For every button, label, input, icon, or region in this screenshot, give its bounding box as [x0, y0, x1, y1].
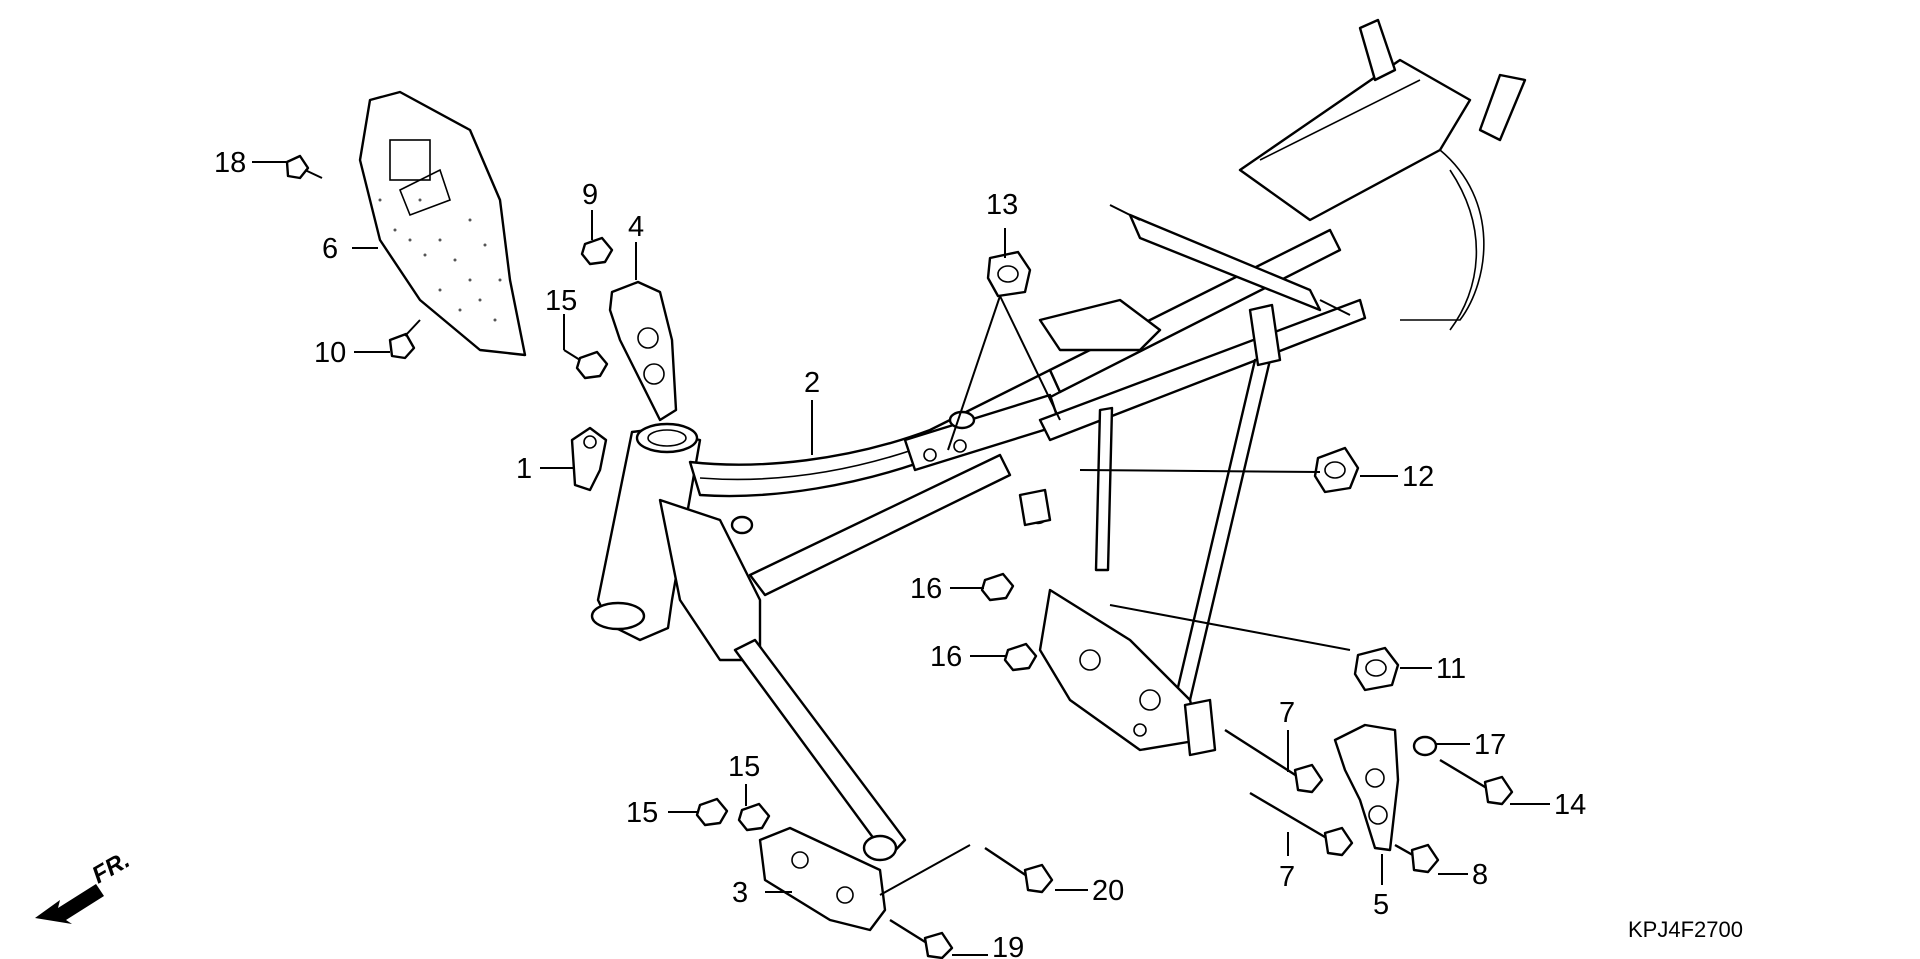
callout-16-upper: 16	[910, 573, 942, 605]
nut-16-upper	[980, 572, 1015, 602]
callout-15-left: 15	[626, 797, 658, 829]
callout-2: 2	[804, 367, 820, 399]
clip	[570, 426, 608, 492]
callout-15-top: 15	[545, 285, 577, 317]
washer-17	[1412, 735, 1438, 757]
callout-14: 14	[1554, 789, 1586, 821]
bolt-14	[1439, 758, 1514, 806]
callout-18: 18	[214, 147, 246, 179]
callout-7-upper: 7	[1279, 697, 1295, 729]
callout-12: 12	[1402, 461, 1434, 493]
nut-16-lower	[1003, 642, 1038, 672]
bolt-18	[285, 154, 323, 180]
bracket-lower	[758, 826, 887, 932]
bolt-7-lower	[1249, 791, 1354, 857]
callout-16-lower: 16	[930, 641, 962, 673]
callout-15-mid: 15	[728, 751, 760, 783]
front-indicator-text: FR.	[88, 846, 135, 889]
callout-10: 10	[314, 337, 346, 369]
bracket-right	[1333, 723, 1400, 852]
callout-19: 19	[992, 932, 1024, 959]
callout-labels: 18 6 10 9 4 15 1 2 13 12 16 16 11 7 17 1…	[214, 147, 1586, 959]
clamp-11	[1353, 646, 1400, 692]
bracket-left	[608, 280, 678, 422]
leader-lines	[252, 161, 1550, 956]
callout-6: 6	[322, 233, 338, 265]
bolt-8	[1394, 843, 1440, 874]
front-direction-arrow-icon: FR.	[35, 846, 134, 924]
guard-plate	[358, 90, 527, 357]
bolt-10	[388, 319, 421, 360]
nut-9	[580, 236, 614, 266]
bolt-7-upper	[1224, 728, 1324, 794]
clamp-12	[1313, 446, 1360, 494]
nut-15-left	[695, 797, 729, 827]
callout-13: 13	[986, 189, 1018, 221]
nut-15-top	[575, 350, 609, 380]
callout-9: 9	[582, 179, 598, 211]
callout-20: 20	[1092, 875, 1124, 907]
bolt-20	[984, 847, 1054, 894]
frame-body	[590, 18, 1527, 862]
diagram-code: KPJ4F2700	[1628, 917, 1743, 942]
callout-3: 3	[732, 877, 748, 909]
callout-8: 8	[1472, 859, 1488, 891]
nut-15-mid	[737, 802, 771, 832]
callout-5: 5	[1373, 889, 1389, 921]
callout-11: 11	[1436, 653, 1466, 685]
svg-text:FR.: FR.	[88, 846, 135, 889]
clamp-13	[986, 250, 1032, 298]
bolt-19	[889, 918, 954, 959]
callout-4: 4	[628, 211, 644, 243]
callout-7-lower: 7	[1279, 861, 1295, 893]
callout-1: 1	[516, 453, 532, 485]
callout-17: 17	[1474, 729, 1506, 761]
